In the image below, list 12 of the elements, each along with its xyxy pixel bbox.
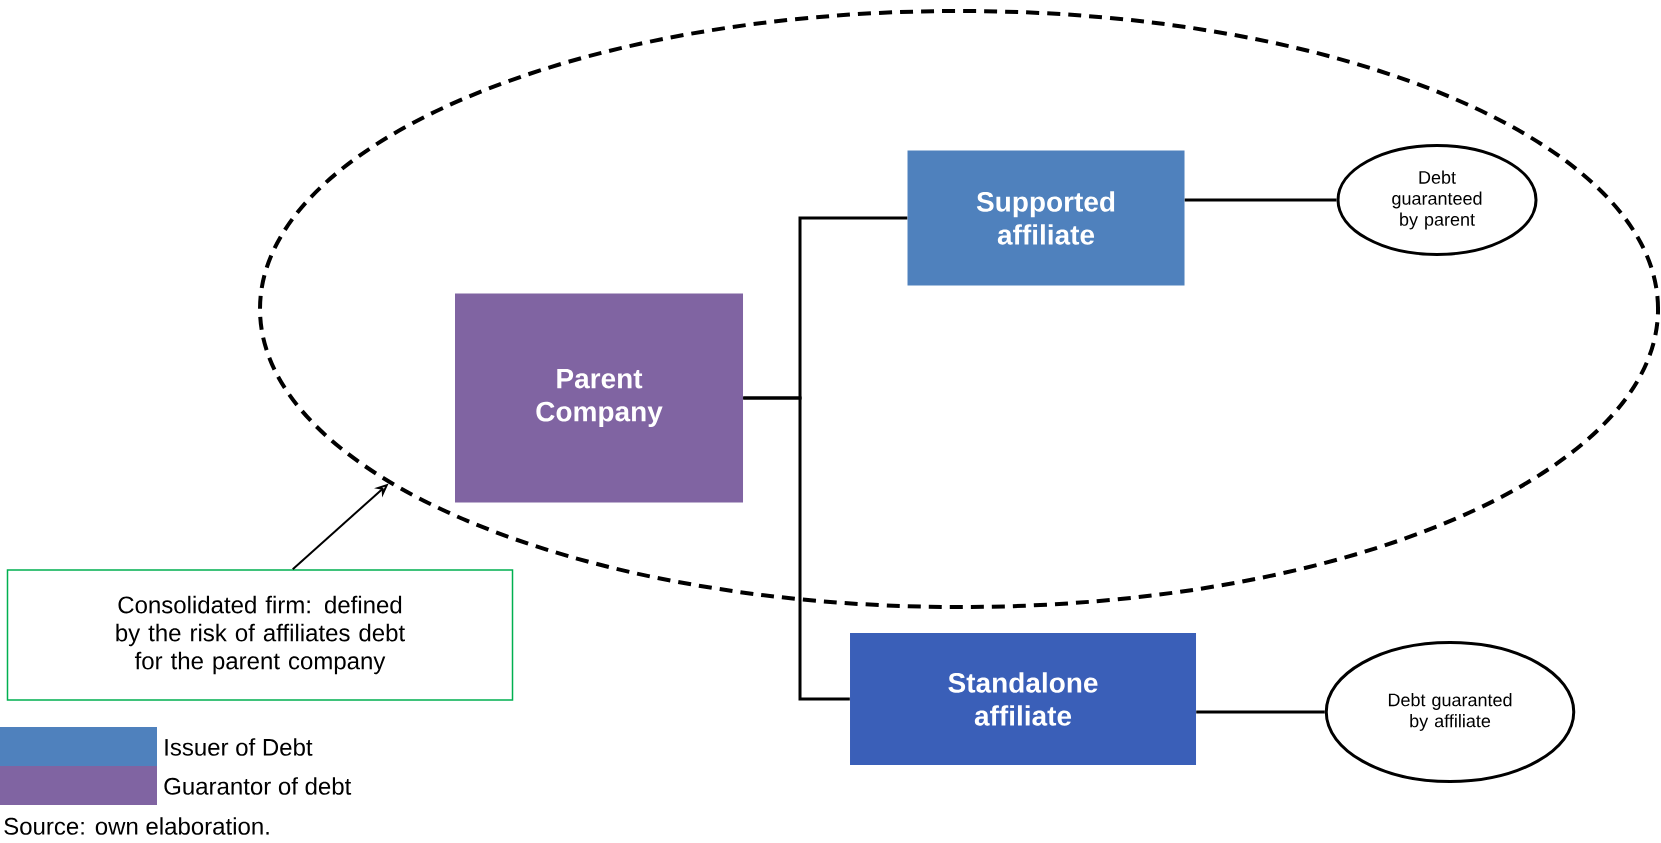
callout-box: Consolidated firm: defined by the risk of affiliates debt for the parent company (6, 569, 514, 701)
caption: Source: own elaboration. (4, 817, 269, 835)
legend-label: Issuer of Debt (165, 738, 313, 756)
parent-box: Parent Company (455, 293, 743, 503)
connector-line (743, 396, 850, 701)
affiliate-box: Standalone affiliate (850, 633, 1196, 765)
connector-line (1184, 198, 1337, 202)
legend-label: Guarantor of debt (164, 777, 352, 795)
debt-oval: Debt guaranted by affiliate (1324, 641, 1576, 783)
debt-oval: Debt guaranteed by parent (1336, 144, 1538, 256)
affiliate-box: Supported affiliate (907, 150, 1185, 286)
connector-line (1196, 710, 1325, 714)
